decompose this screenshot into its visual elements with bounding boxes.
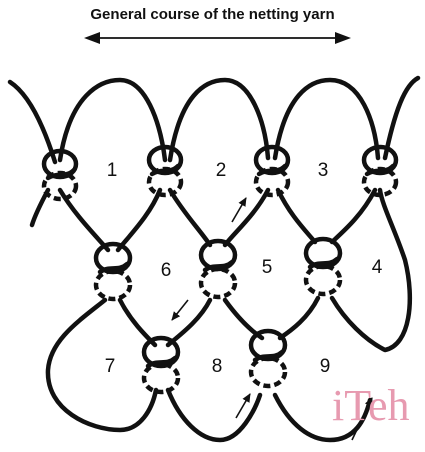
direction-arrow bbox=[84, 32, 351, 44]
mesh-label-5: 5 bbox=[262, 257, 273, 278]
mesh-label-1: 1 bbox=[107, 160, 118, 181]
arrow-up-right-1 bbox=[232, 198, 246, 222]
mesh-label-9: 9 bbox=[320, 356, 331, 377]
arrow-down-left bbox=[172, 300, 188, 320]
mesh-label-2: 2 bbox=[216, 160, 227, 181]
knot-mid-1 bbox=[96, 244, 130, 299]
knot-mid-2 bbox=[201, 241, 235, 297]
mesh-label-3: 3 bbox=[318, 160, 329, 181]
knot-top-3 bbox=[256, 147, 288, 195]
arrow-up-right-2 bbox=[236, 394, 250, 418]
mesh-label-4: 4 bbox=[372, 257, 383, 278]
mesh-label-7: 7 bbox=[105, 356, 116, 377]
mesh-label-6: 6 bbox=[161, 260, 172, 281]
yarn-top-arcs bbox=[10, 78, 418, 162]
watermark: iTeh bbox=[332, 381, 410, 430]
mesh-label-8: 8 bbox=[212, 356, 223, 377]
knot-bottom-1 bbox=[144, 338, 178, 392]
knot-mid-3 bbox=[306, 239, 340, 294]
